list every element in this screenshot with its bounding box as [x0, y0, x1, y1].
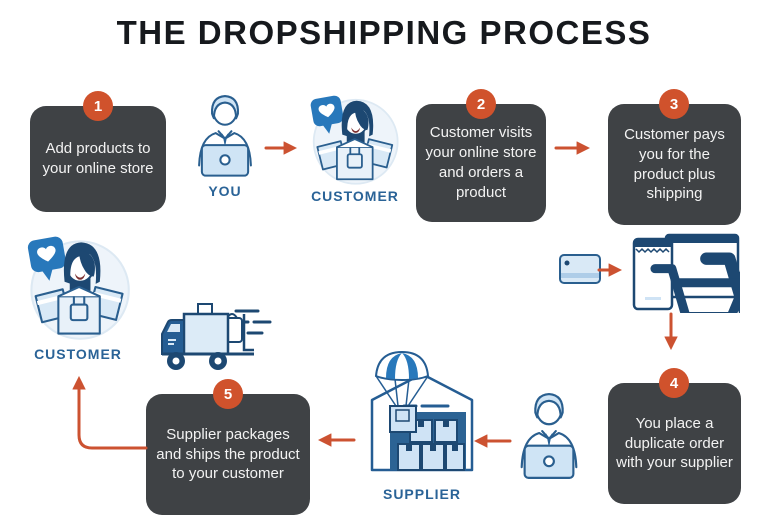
- you-label: YOU: [208, 183, 242, 199]
- customer-label: CUSTOMER: [311, 188, 399, 204]
- step-4-text: You place a duplicate order with your su…: [616, 414, 733, 472]
- phone-and-browser-cart-icon: [632, 233, 740, 313]
- supplier-label: SUPPLIER: [382, 486, 461, 502]
- you-person-icon: [188, 88, 262, 180]
- step-3-text: Customer pays you for the product plus s…: [624, 125, 725, 203]
- step-3-box: Customer pays you for the product plus s…: [608, 104, 741, 225]
- customer-heart-boxes-icon: [300, 90, 406, 190]
- supplier-person-icon: [510, 386, 588, 482]
- warehouse-parachute-icon: [370, 350, 474, 472]
- step-5-box: Supplier packages and ships the product …: [146, 394, 310, 515]
- step-4-badge: 4: [659, 368, 689, 398]
- step-1-box: Add products to your online store: [30, 106, 166, 212]
- step-1-badge: 1: [83, 91, 113, 121]
- step-2-box: Customer visits your online store and or…: [416, 104, 546, 222]
- customer-heart-boxes-icon: [16, 230, 138, 346]
- page-title: THE DROPSHIPPING PROCESS: [116, 14, 652, 51]
- credit-card-icon: [559, 254, 601, 284]
- arrow-step5-to-customer: [72, 375, 148, 450]
- step-5-text: Supplier packages and ships the product …: [156, 425, 300, 483]
- delivery-truck-icon: [161, 303, 272, 370]
- step-3-badge: 3: [659, 89, 689, 119]
- step-5-badge: 5: [213, 379, 243, 409]
- step-4-box: You place a duplicate order with your su…: [608, 383, 741, 504]
- step-1-text: Add products to your online store: [42, 140, 154, 177]
- step-2-badge: 2: [466, 89, 496, 119]
- step-2-text: Customer visits your online store and or…: [425, 124, 537, 201]
- customer-left-label: CUSTOMER: [34, 346, 122, 362]
